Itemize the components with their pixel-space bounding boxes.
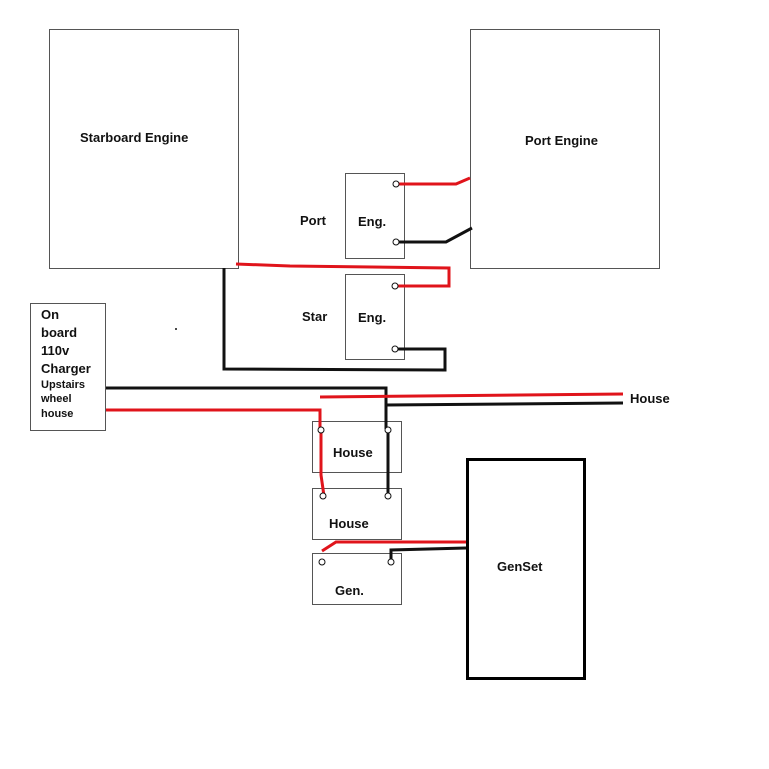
charger-label-line5: Upstairs — [41, 379, 86, 391]
wire-charger-negative — [106, 386, 388, 429]
wire-star-eng-positive — [235, 262, 451, 288]
terminal-port-eng-negative — [392, 238, 400, 246]
house-battery-1-label: House — [333, 445, 373, 460]
terminal-star-eng-positive — [391, 282, 399, 290]
wire-gen-negative — [389, 546, 467, 562]
starboard-engine-box — [49, 29, 239, 269]
wire-charger-positive — [106, 408, 322, 429]
star-side-label: Star — [302, 309, 328, 324]
terminal-house2-positive — [319, 492, 327, 500]
charger-label-line6: wheel — [41, 393, 72, 405]
terminal-house1-negative — [384, 426, 392, 434]
wire-house-feed-negative — [385, 401, 624, 407]
stray-dot — [175, 328, 177, 330]
terminal-gen-negative — [387, 558, 395, 566]
house-battery-2-label: House — [329, 516, 369, 531]
port-engine-box — [470, 29, 660, 269]
charger-label-line2: board — [41, 325, 78, 340]
genset-box — [466, 458, 586, 680]
charger-box — [30, 303, 106, 431]
house-feed-label: House — [630, 391, 670, 406]
terminal-house1-positive — [317, 426, 325, 434]
wire-port-eng-negative — [398, 226, 473, 244]
star-eng-battery-label: Eng. — [358, 310, 387, 325]
terminal-gen-positive — [318, 558, 326, 566]
charger-label-line7: house — [41, 408, 74, 420]
port-side-label: Port — [300, 213, 326, 228]
terminal-star-eng-negative — [391, 345, 399, 353]
wire-house-feed-positive — [319, 392, 624, 399]
charger-label-line4: Charger — [41, 361, 91, 376]
terminal-port-eng-positive — [392, 180, 400, 188]
starboard-engine-label: Starboard Engine — [80, 130, 189, 145]
genset-label: GenSet — [497, 559, 543, 574]
charger-label-line3: 110v — [41, 343, 70, 358]
terminal-house2-negative — [384, 492, 392, 500]
charger-label-line1: On — [41, 307, 60, 322]
gen-battery — [312, 553, 402, 605]
gen-battery-label: Gen. — [335, 583, 364, 598]
wire-house-positive-link — [319, 430, 326, 497]
wire-gen-positive — [321, 540, 466, 553]
wire-port-eng-positive — [398, 176, 471, 186]
wire-star-eng-negative — [222, 268, 447, 372]
port-engine-label: Port Engine — [525, 133, 598, 148]
port-eng-battery-label: Eng. — [358, 214, 387, 229]
